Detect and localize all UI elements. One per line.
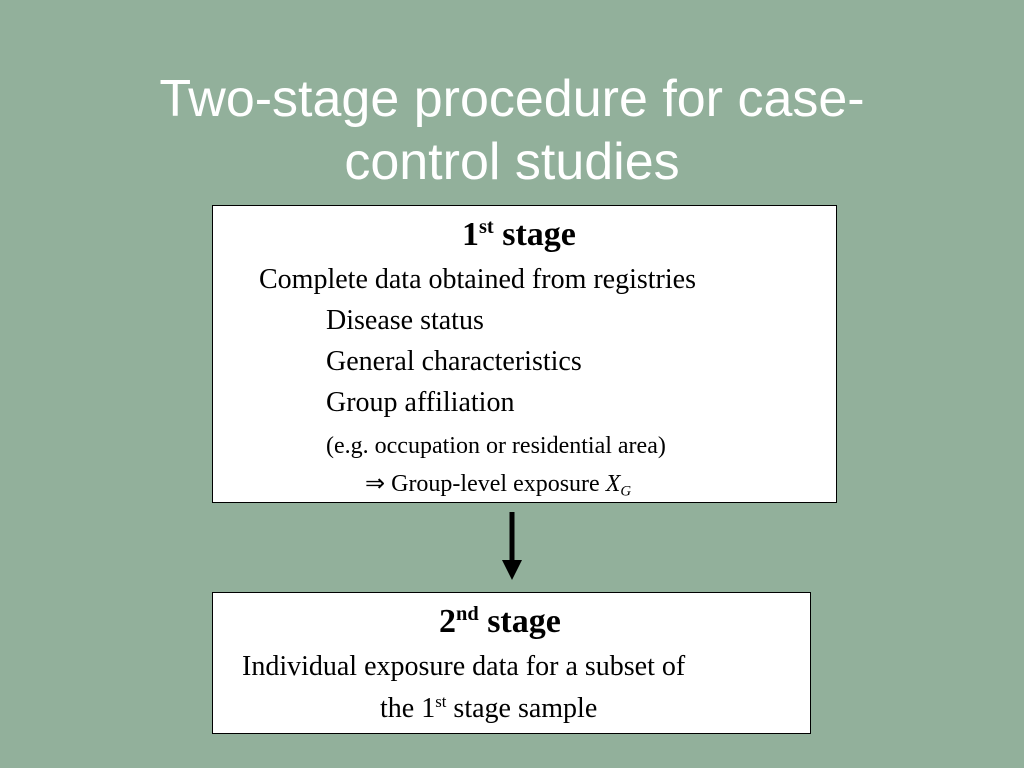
stage-1-exposure-line: ⇒ Group-level exposure XG (365, 469, 632, 500)
stage-1-item-example: (e.g. occupation or residential area) (326, 433, 666, 459)
stage-1-item-group-affiliation: Group affiliation (326, 387, 515, 418)
stage-1-heading: 1st stage (462, 216, 576, 254)
slide-title: Two-stage procedure for case- control st… (60, 68, 964, 194)
stage-1-item-disease-status: Disease status (326, 305, 484, 336)
stage-2-heading-ordinal: nd (456, 602, 479, 625)
slide-title-line-1: Two-stage procedure for case- (159, 70, 865, 128)
stage-2-heading-word: stage (487, 603, 561, 640)
stage-2-line-1: Individual exposure data for a subset of (242, 651, 686, 682)
stage-1-exposure-subscript: G (620, 483, 632, 500)
stage-2-heading: 2nd stage (439, 603, 561, 641)
implies-arrow-icon: ⇒ (365, 471, 386, 497)
stage-1-item-general-characteristics: General characteristics (326, 346, 582, 377)
stage-2-line-2: the 1st stage sample (380, 693, 597, 725)
stage-2-box: 2nd stage Individual exposure data for a… (212, 592, 811, 734)
stage-1-heading-word: stage (502, 216, 576, 253)
stage-1-heading-number: 1 (462, 216, 479, 253)
slide-title-line-2: control studies (344, 133, 680, 191)
stage-1-registries-line: Complete data obtained from registries (259, 264, 696, 295)
stage-1-box: 1st stage Complete data obtained from re… (212, 205, 837, 503)
down-arrow-icon (502, 512, 522, 580)
stage-1-heading-ordinal: st (479, 215, 494, 238)
stage-1-exposure-variable: X (605, 471, 621, 497)
stage-2-heading-number: 2 (439, 603, 456, 640)
stage-2-line-2-end: stage sample (446, 693, 598, 724)
stage-1-exposure-text: Group-level exposure (391, 471, 600, 497)
stage-2-line-2-ordinal: st (435, 691, 447, 711)
stage-2-line-2-start: the 1 (380, 693, 436, 724)
